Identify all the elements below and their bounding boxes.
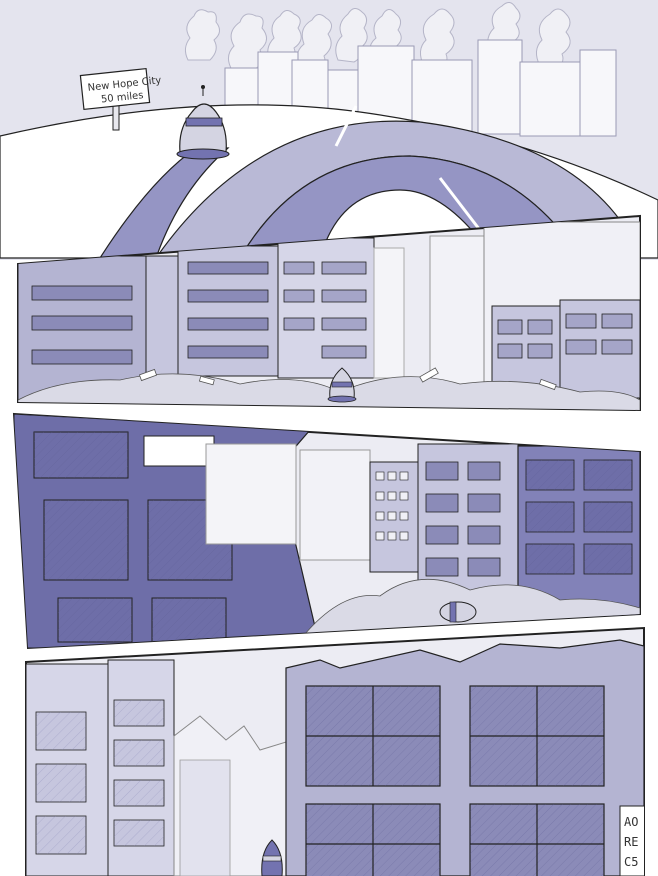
robot-in-street bbox=[327, 367, 357, 403]
road-lane-line bbox=[334, 105, 358, 147]
robot-peeking bbox=[261, 839, 283, 876]
road-sign: New Hope City 50 miles bbox=[79, 67, 162, 131]
panel-2-ruined-street bbox=[17, 214, 641, 412]
sign-line-2: 50 miles bbox=[101, 90, 144, 105]
panel-1-hill-road: New Hope City 50 miles bbox=[0, 0, 658, 260]
plaque: AO RE C5 bbox=[619, 805, 644, 876]
plaque-line-1: AO bbox=[624, 815, 638, 829]
robot-lying bbox=[439, 601, 477, 623]
robot-on-hill bbox=[176, 85, 230, 160]
plaque-line-3: C5 bbox=[624, 855, 638, 869]
panel-3-alley bbox=[12, 412, 641, 650]
plaque-line-2: RE bbox=[624, 835, 638, 849]
panel-4-building-closeup: AO RE C5 bbox=[25, 626, 645, 876]
